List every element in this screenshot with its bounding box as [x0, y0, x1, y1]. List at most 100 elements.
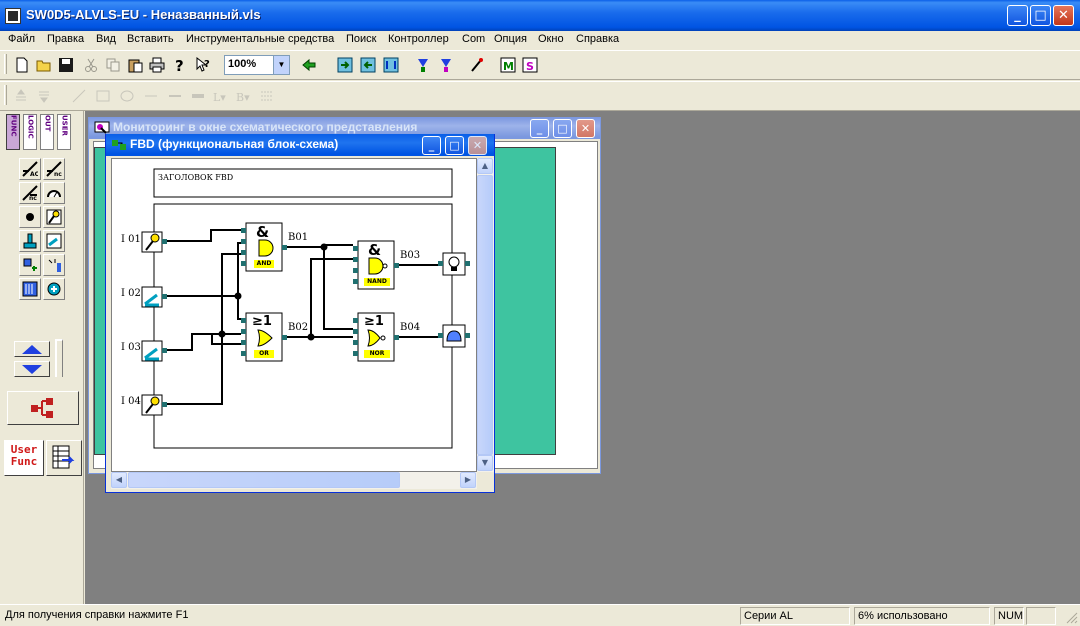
block-b02-or[interactable]: [245, 312, 283, 362]
zoom-select[interactable]: 100% ▼: [224, 55, 290, 75]
menu-help[interactable]: Справка: [576, 33, 620, 45]
scroll-down-button[interactable]: [14, 361, 50, 377]
palette-ac-input[interactable]: AC: [19, 158, 41, 180]
palette-switch[interactable]: [43, 230, 65, 252]
close-button[interactable]: ✕: [1053, 5, 1074, 26]
open-button[interactable]: [33, 54, 55, 76]
palette-tab-out[interactable]: OUT: [40, 114, 54, 150]
block-b03-nand[interactable]: [357, 240, 395, 290]
output-lamp[interactable]: [442, 252, 466, 276]
line-tool[interactable]: [68, 85, 90, 107]
scroll-thumb[interactable]: [477, 175, 493, 455]
palette-point[interactable]: [19, 206, 41, 228]
fbd-title-bar[interactable]: FBD (функциональная блок-схема) _ □ ✕: [106, 134, 494, 156]
block-b04-nor[interactable]: [357, 312, 395, 362]
scroll-thumb[interactable]: [128, 472, 400, 488]
app-icon[interactable]: [5, 8, 21, 24]
fbd-maximize-button[interactable]: □: [445, 136, 464, 155]
verify-button[interactable]: [380, 54, 402, 76]
palette-counter[interactable]: [19, 278, 41, 300]
output-bell[interactable]: [442, 324, 466, 348]
fbd-header-box[interactable]: [153, 168, 453, 198]
palette-tab-func[interactable]: FUNC: [6, 114, 20, 150]
menu-tools[interactable]: Инструментальные средства: [186, 33, 335, 45]
new-button[interactable]: [11, 54, 33, 76]
monitoring-close-button[interactable]: ✕: [576, 119, 595, 138]
run-button[interactable]: [412, 54, 434, 76]
menu-file[interactable]: Файл: [8, 33, 36, 45]
minimize-button[interactable]: _: [1007, 5, 1028, 26]
fbd-vertical-scrollbar[interactable]: ▲ ▼: [477, 158, 494, 472]
palette-comparator[interactable]: [43, 278, 65, 300]
scroll-right-icon[interactable]: ▶: [460, 472, 476, 488]
menu-controller[interactable]: Контроллер: [388, 33, 449, 45]
line-medium-tool[interactable]: [164, 85, 186, 107]
menu-option[interactable]: Опция: [494, 33, 527, 45]
mdi-workspace[interactable]: Мониторинг в окне схематического предста…: [85, 111, 1080, 604]
line-thin-tool[interactable]: [140, 85, 162, 107]
input-i04[interactable]: [141, 394, 163, 416]
tool-button[interactable]: [466, 54, 488, 76]
menu-edit[interactable]: Правка: [47, 33, 85, 45]
block-b01-and[interactable]: [245, 222, 283, 272]
input-i01[interactable]: [141, 231, 163, 253]
palette-nc-input[interactable]: nc: [43, 158, 65, 180]
monitoring-maximize-button[interactable]: □: [553, 119, 572, 138]
palette-sensor[interactable]: [19, 230, 41, 252]
border-style-dropdown[interactable]: B▾: [232, 85, 254, 107]
palette-relay[interactable]: [19, 254, 41, 276]
ellipse-tool[interactable]: [116, 85, 138, 107]
menu-com[interactable]: Com: [462, 33, 486, 45]
simulation-button[interactable]: S: [519, 54, 541, 76]
zoom-apply-button[interactable]: [298, 54, 320, 76]
scroll-left-icon[interactable]: ◀: [111, 472, 127, 488]
user-func-editor-button[interactable]: [46, 440, 82, 476]
input-i03[interactable]: [141, 340, 163, 362]
menu-search[interactable]: Поиск: [346, 33, 377, 45]
input-i02[interactable]: [141, 286, 163, 308]
line-thick-tool[interactable]: [187, 85, 209, 107]
copy-button[interactable]: [102, 54, 124, 76]
fbd-close-button[interactable]: ✕: [468, 136, 487, 155]
about-button[interactable]: ?: [168, 54, 190, 76]
menu-window[interactable]: Окно: [538, 33, 564, 45]
cut-button[interactable]: [80, 54, 102, 76]
print-button[interactable]: [146, 54, 168, 76]
monitor-m-button[interactable]: M: [497, 54, 519, 76]
palette-gauge[interactable]: [43, 182, 65, 204]
fbd-canvas[interactable]: ЗАГОЛОВОК FBD I 01 I 02 I 03 I 04 B01 B0…: [111, 158, 477, 472]
paste-button[interactable]: [124, 54, 146, 76]
palette-key[interactable]: [43, 206, 65, 228]
chevron-down-icon[interactable]: ▼: [273, 56, 289, 74]
main-title-bar[interactable]: SW0D5-ALVLS-EU - Неназванный.vls _ □ ✕: [0, 0, 1080, 31]
line-style-dropdown[interactable]: L▾: [209, 85, 231, 107]
monitoring-title-bar[interactable]: Мониторинг в окне схематического предста…: [89, 117, 600, 139]
monitoring-minimize-button[interactable]: _: [530, 119, 549, 138]
context-help-button[interactable]: ?: [192, 54, 214, 76]
palette-nc-input-2[interactable]: nc: [19, 182, 41, 204]
scroll-up-icon[interactable]: ▲: [477, 158, 493, 174]
save-button[interactable]: [55, 54, 77, 76]
rectangle-tool[interactable]: [92, 85, 114, 107]
scroll-down-icon[interactable]: ▼: [477, 455, 493, 471]
toolbar-grip[interactable]: [4, 85, 7, 105]
palette-timer[interactable]: [43, 254, 65, 276]
palette-slider[interactable]: [55, 339, 63, 377]
grid-tool[interactable]: [256, 85, 278, 107]
palette-tab-logic[interactable]: LOGIC: [23, 114, 37, 150]
transfer-read-button[interactable]: [357, 54, 379, 76]
send-backward-button[interactable]: [33, 85, 55, 107]
resize-grip-icon[interactable]: [1064, 610, 1078, 624]
menu-insert[interactable]: Вставить: [127, 33, 174, 45]
toolbar-grip[interactable]: [4, 54, 7, 74]
transfer-write-button[interactable]: [334, 54, 356, 76]
menu-view[interactable]: Вид: [96, 33, 116, 45]
stop-button[interactable]: [435, 54, 457, 76]
block-tree-button[interactable]: [7, 391, 79, 425]
scroll-up-button[interactable]: [14, 341, 50, 357]
fbd-minimize-button[interactable]: _: [422, 136, 441, 155]
fbd-window[interactable]: FBD (функциональная блок-схема) _ □ ✕: [105, 134, 495, 493]
bring-forward-button[interactable]: [10, 85, 32, 107]
fbd-horizontal-scrollbar[interactable]: ◀ ▶: [111, 472, 477, 489]
palette-tab-user[interactable]: USER: [57, 114, 71, 150]
